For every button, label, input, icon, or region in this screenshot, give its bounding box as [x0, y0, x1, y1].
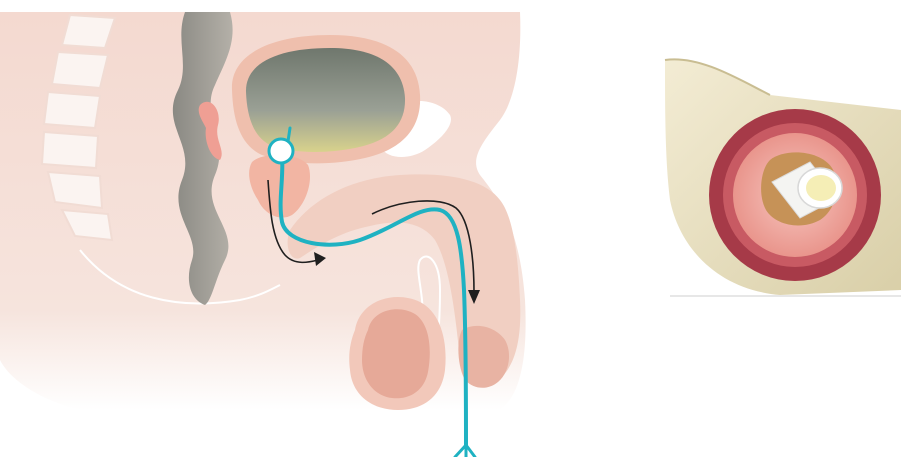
testis: [362, 309, 430, 398]
catheter-y-connector: [455, 445, 475, 457]
bladder-urine: [246, 48, 405, 152]
catheter-balloon: [269, 139, 293, 163]
urethra-cross-section-diagram: [660, 50, 901, 300]
sagittal-anatomy-diagram: [0, 0, 560, 457]
